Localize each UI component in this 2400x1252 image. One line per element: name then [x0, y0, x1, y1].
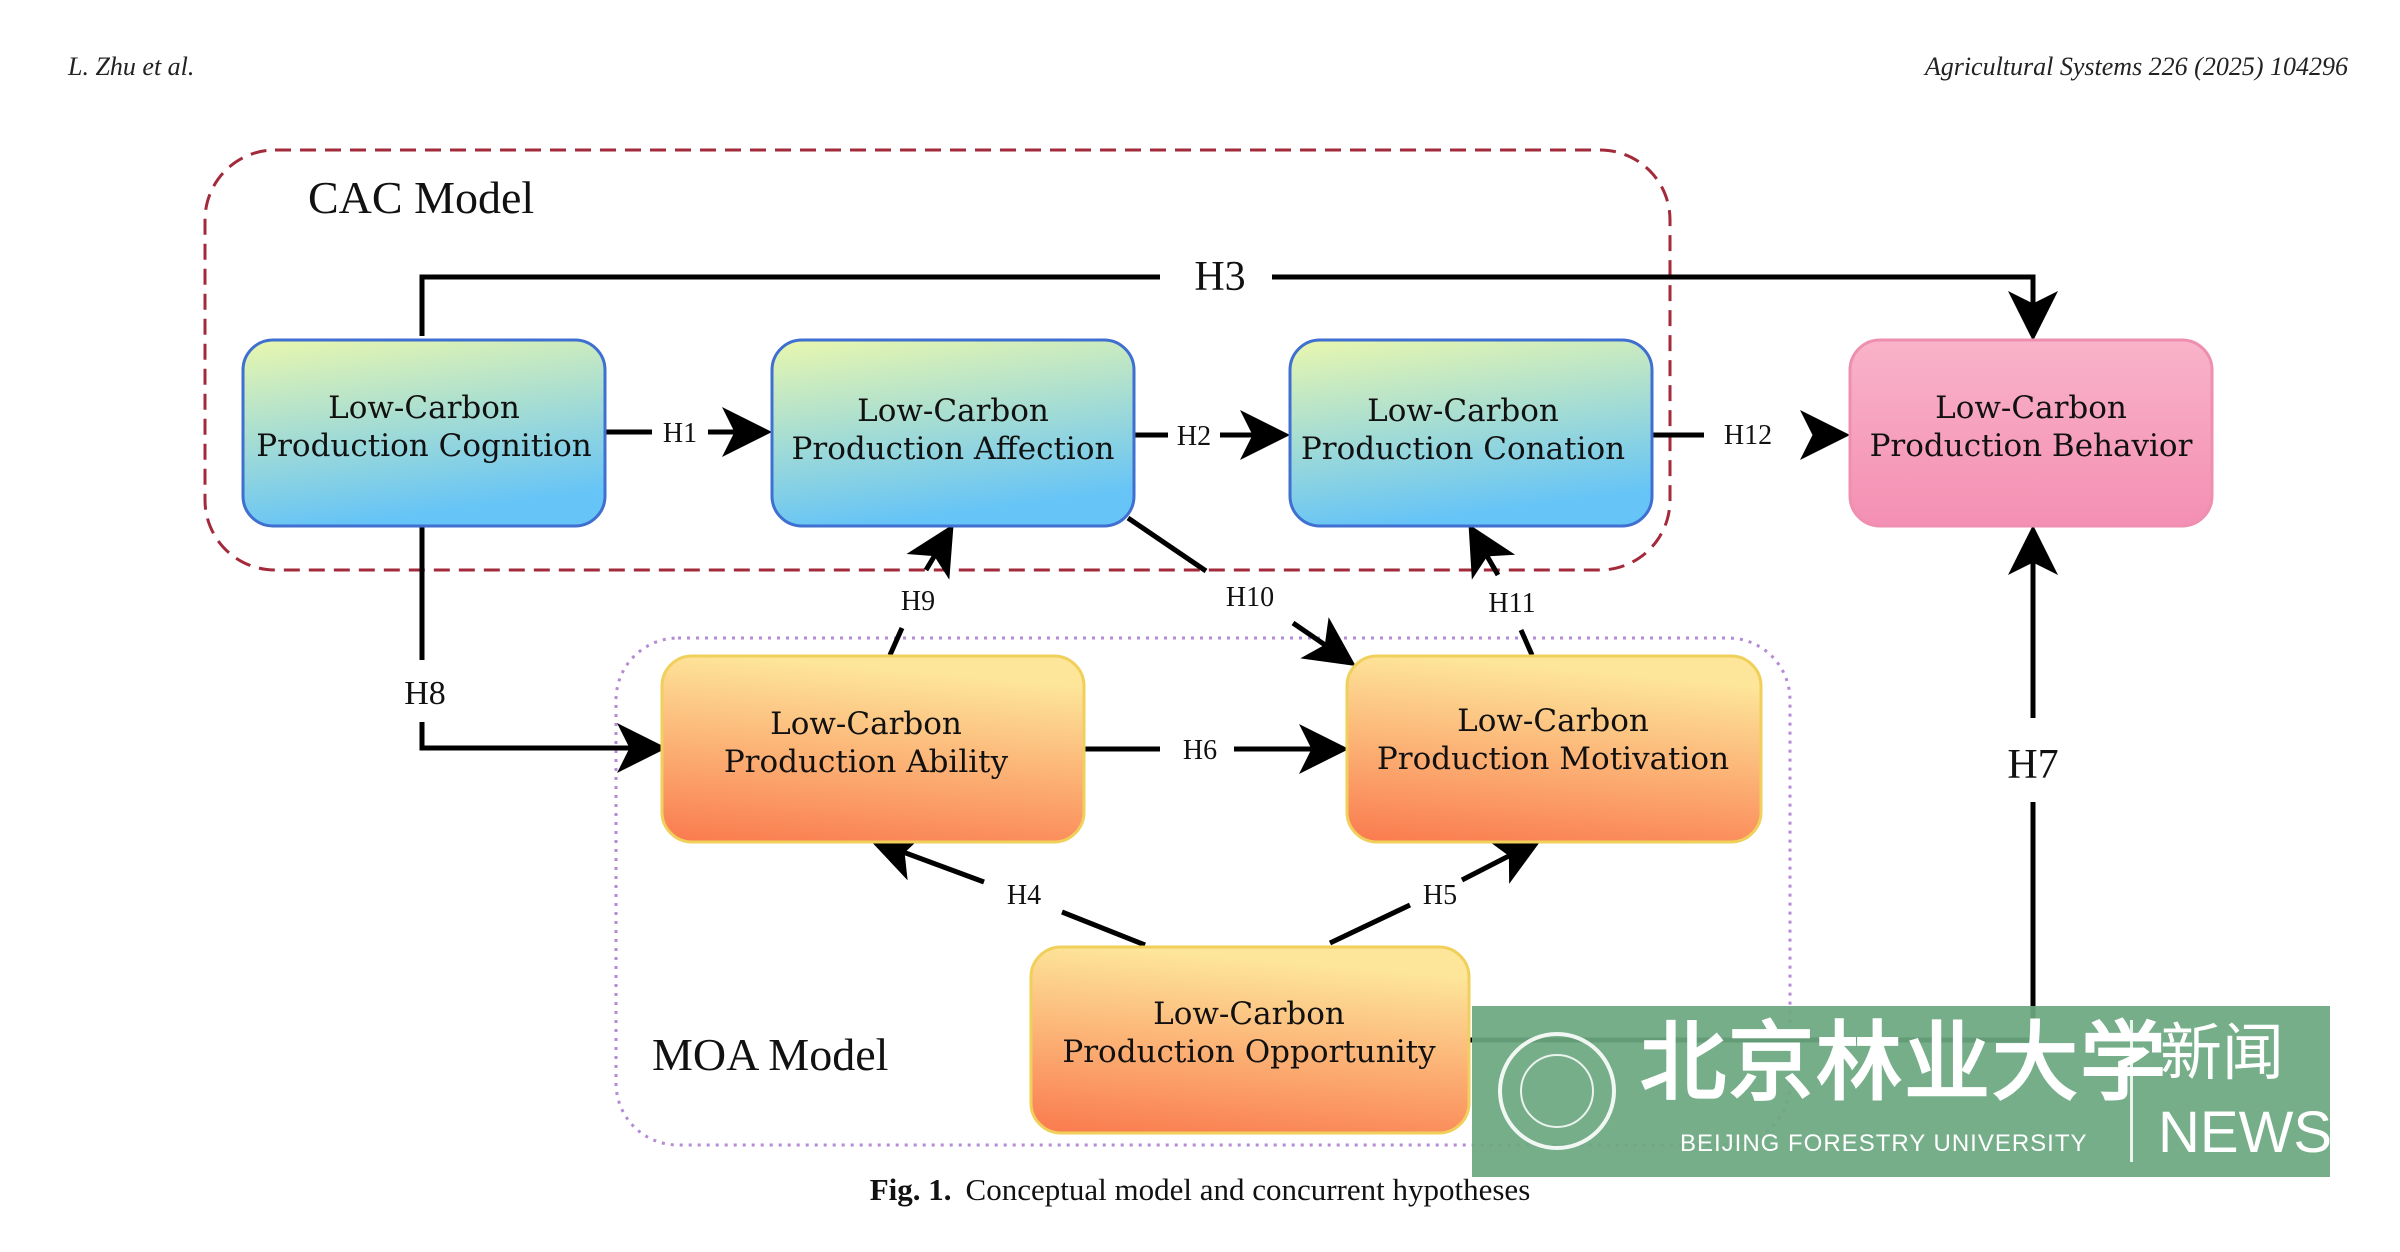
watermark-news-cn: 新闻 — [2160, 1016, 2285, 1089]
node-affection: Low-Carbon Production Affection — [770, 338, 1136, 528]
node-motivation-line1: Low-Carbon — [1457, 703, 1649, 739]
edge-h10-bottom — [1291, 617, 1356, 666]
label-h7: H7 — [2007, 742, 2058, 788]
node-conation: Low-Carbon Production Conation — [1288, 338, 1654, 528]
node-opportunity-line2: Production Opportunity — [1062, 1034, 1436, 1070]
node-behavior: Low-Carbon Production Behavior — [1848, 338, 2214, 528]
label-h8: H8 — [404, 675, 446, 712]
connectors — [419, 274, 2058, 1043]
edge-h9-top — [906, 523, 954, 580]
node-affection-line1: Low-Carbon — [857, 393, 1049, 429]
edge-h4-top — [869, 833, 985, 885]
node-behavior-line2: Production Behavior — [1870, 428, 2193, 464]
node-cognition: Low-Carbon Production Cognition — [241, 338, 607, 528]
node-behavior-line1: Low-Carbon — [1935, 390, 2127, 426]
node-motivation-line2: Production Motivation — [1377, 741, 1729, 777]
moa-model-frame — [614, 636, 1792, 1147]
node-conation-line2: Production Conation — [1301, 431, 1625, 467]
label-h3: H3 — [1194, 254, 1245, 300]
watermark-divider — [2130, 1020, 2133, 1162]
edge-h4-bottom — [1061, 909, 1146, 948]
watermark-news-en: NEWS — [2158, 1100, 2332, 1165]
watermark-name-cn: 北京林业大学 — [1640, 1012, 2168, 1113]
moa-model-label: MOA Model — [652, 1029, 888, 1080]
edge-h11-bottom — [1518, 628, 1535, 657]
edge-h8-bottom — [419, 722, 667, 773]
figure-caption: Fig. 1. Conceptual model and concurrent h… — [0, 1172, 2400, 1208]
edge-h9-bottom — [887, 626, 905, 657]
figure-caption-label: Fig. 1. — [869, 1172, 952, 1207]
label-h10: H10 — [1226, 582, 1274, 613]
node-ability-line2: Production Ability — [724, 744, 1009, 780]
label-h1: H1 — [663, 418, 697, 449]
university-seal-icon — [1498, 1032, 1616, 1150]
figure-caption-text: Conceptual model and concurrent hypothes… — [965, 1172, 1531, 1207]
node-motivation: Low-Carbon Production Motivation — [1345, 654, 1763, 844]
label-h9: H9 — [901, 586, 935, 617]
node-cognition-line2: Production Cognition — [256, 428, 592, 464]
node-affection-line2: Production Affection — [792, 431, 1115, 467]
edge-h11-top — [1468, 523, 1516, 580]
label-h11: H11 — [1488, 588, 1535, 619]
node-ability-line1: Low-Carbon — [770, 706, 962, 742]
edge-h10-top — [1126, 515, 1208, 574]
edge-h5-bottom — [1328, 902, 1412, 946]
cac-model-label: CAC Model — [308, 172, 534, 223]
node-conation-line1: Low-Carbon — [1367, 393, 1559, 429]
watermark-name-en: BEIJING FORESTRY UNIVERSITY — [1680, 1130, 2088, 1157]
label-h4: H4 — [1007, 880, 1041, 911]
label-h5: H5 — [1423, 880, 1457, 911]
label-h6: H6 — [1183, 735, 1217, 766]
label-h2: H2 — [1177, 421, 1211, 452]
node-ability: Low-Carbon Production Ability — [660, 654, 1086, 844]
node-opportunity: Low-Carbon Production Opportunity — [1029, 945, 1471, 1135]
header-journal: Agricultural Systems 226 (2025) 104296 — [1924, 52, 2348, 81]
edge-h3-left — [419, 274, 1160, 336]
edge-labels: H1 H2 H12 H3 H8 H9 H10 H11 H6 H4 H5 H7 — [404, 254, 2058, 911]
header-authors: L. Zhu et al. — [68, 52, 195, 81]
node-cognition-line1: Low-Carbon — [328, 390, 520, 426]
university-watermark: 北京林业大学 BEIJING FORESTRY UNIVERSITY 新闻 NE… — [1472, 1006, 2332, 1177]
node-opportunity-line1: Low-Carbon — [1153, 996, 1345, 1032]
edge-h3-right — [1272, 274, 2058, 341]
label-h12: H12 — [1724, 420, 1772, 451]
edge-h5-top — [1460, 838, 1543, 884]
